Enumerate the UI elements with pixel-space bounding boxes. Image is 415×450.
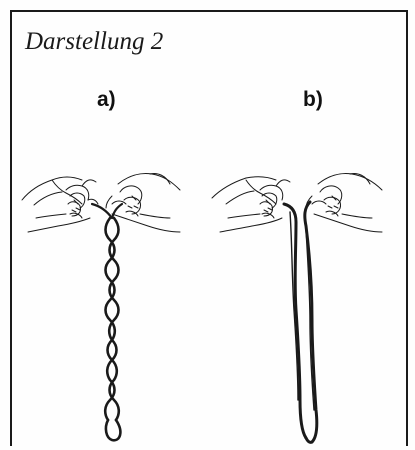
panel-b-illustration [212, 173, 382, 442]
twisted-cord-strand-1 [106, 218, 119, 420]
cord-loop-a [106, 420, 120, 440]
right-hand-icon-b [306, 173, 382, 232]
twisted-cord-strand-2 [105, 218, 118, 420]
panel-a-illustration [22, 173, 180, 440]
left-hand-icon-a [22, 177, 98, 232]
left-hand-icon-b [212, 177, 290, 232]
cord-loop-b [306, 438, 312, 442]
